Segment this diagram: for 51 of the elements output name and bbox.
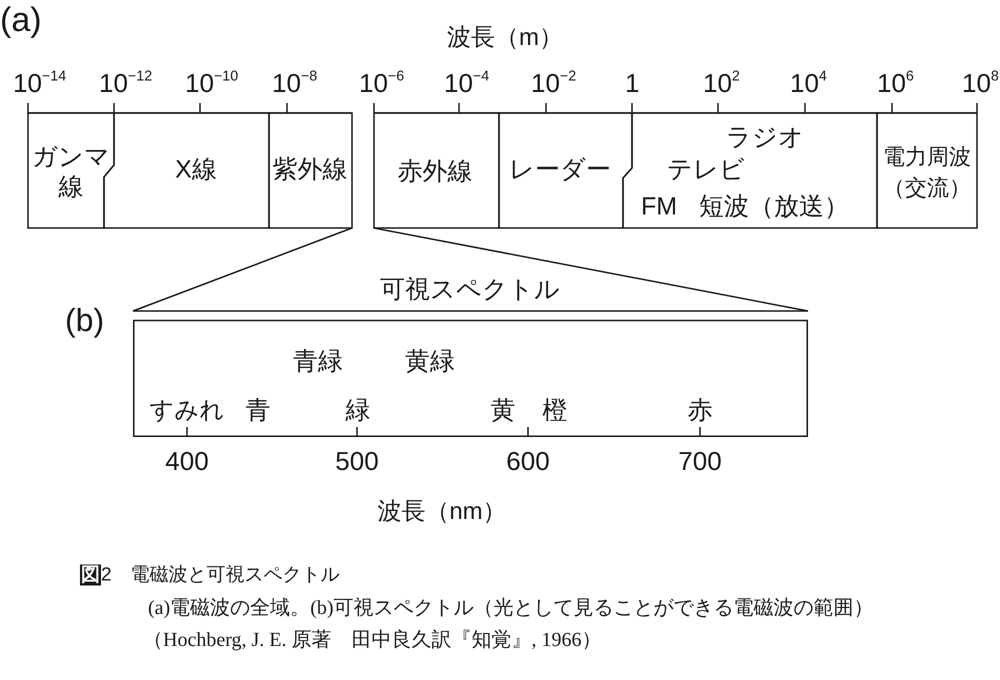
axis-title: 波長（m） — [447, 26, 563, 50]
spectrum-band — [877, 113, 977, 228]
color-label: 黄緑 — [405, 350, 455, 374]
color-label: 黄 — [490, 398, 516, 424]
spectrum-band — [374, 113, 499, 228]
panel-label: (b) — [65, 304, 104, 336]
spectrum-band — [499, 113, 632, 228]
band-label: ガンマ線 — [31, 142, 111, 202]
color-label: 橙 — [542, 398, 568, 424]
axis-title: 波長（nm） — [377, 500, 507, 524]
tick-label: 10$^{−10}$ — [185, 70, 238, 96]
tick-label: 600 — [506, 448, 550, 474]
tick-label: 10$^{2}$ — [703, 70, 740, 96]
band-label: テレビ — [667, 158, 745, 182]
band-label: 短波（放送） — [699, 194, 849, 220]
band-label: 紫外線 — [272, 158, 348, 182]
color-label: 赤 — [688, 398, 712, 424]
tick-label: 500 — [335, 448, 379, 474]
source-citation: （Hochberg, J. E. 原著 田中良久訳『知覚』, 1966） — [143, 630, 602, 650]
color-label: 青緑 — [293, 350, 343, 374]
zoom-line — [132, 227, 352, 312]
zoom-line — [374, 227, 808, 312]
panel-label: (a) — [0, 3, 42, 37]
band-label: ラジオ — [726, 126, 804, 150]
spectrum-band — [269, 113, 352, 228]
band-label: レーダー — [509, 158, 611, 182]
band-label: 電力周波（交流） — [882, 143, 972, 202]
tick-label: 10$^{−14}$ — [13, 70, 66, 96]
figure-caption: 図2 電磁波と可視スペクトル — [80, 566, 340, 584]
tick-label: 400 — [165, 448, 209, 474]
band-label: 赤外線 — [398, 160, 472, 184]
tick-label: 1 — [625, 70, 640, 96]
tick-label: 10$^{4}$ — [790, 70, 827, 96]
band-label: FM — [640, 194, 678, 220]
tick-label: 10$^{8}$ — [962, 70, 999, 96]
color-label: 緑 — [346, 398, 370, 424]
color-label: すみれ — [150, 399, 224, 423]
color-label: 青 — [246, 398, 270, 424]
tick-label: 700 — [678, 448, 722, 474]
tick-label: 10$^{6}$ — [877, 70, 914, 96]
spectrum-band — [28, 113, 114, 228]
tick-label: 10$^{−6}$ — [359, 70, 404, 96]
spectrum-band — [623, 113, 877, 228]
band-label: X線 — [175, 158, 217, 182]
tick-label: 10$^{−12}$ — [99, 70, 152, 96]
tick-label: 10$^{−8}$ — [272, 70, 318, 96]
tick-label: 10$^{−2}$ — [531, 70, 576, 96]
caption-text: (a)電磁波の全域。(b)可視スペクトル（光として見ることができる電磁波の範囲） — [148, 598, 874, 618]
tick-label: 10$^{−4}$ — [444, 70, 490, 96]
spectrum-title: 可視スペクトル — [380, 278, 560, 302]
spectrum-box — [133, 275, 808, 437]
